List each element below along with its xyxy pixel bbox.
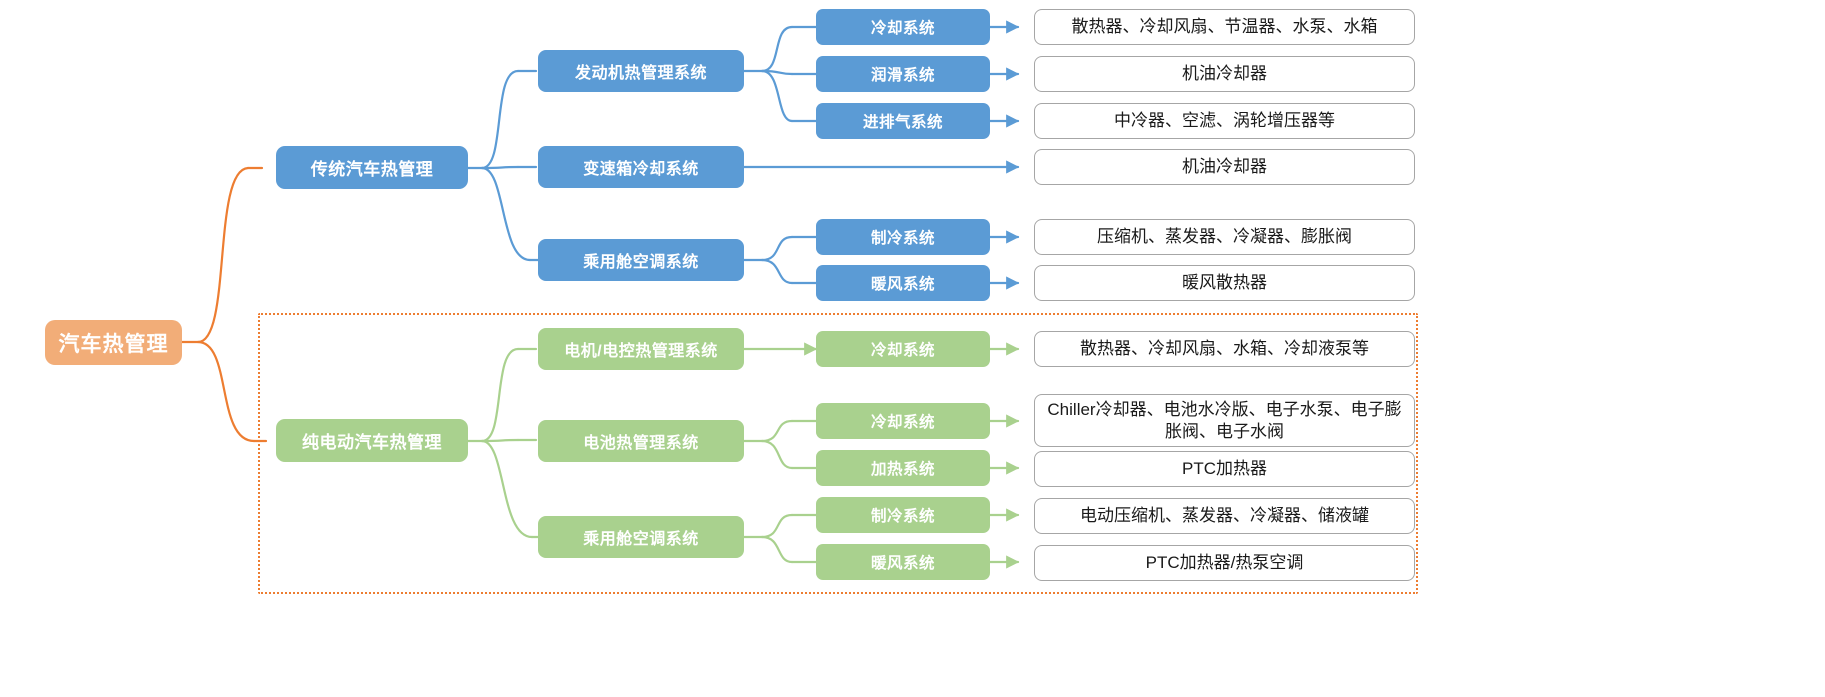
leaf-engine-cooling-components: 散热器、冷却风扇、节温器、水泵、水箱: [1034, 9, 1415, 45]
node-battery-thermal-management[interactable]: 电池热管理系统: [538, 420, 744, 462]
node-heating-system-electric[interactable]: 暖风系统: [816, 544, 990, 580]
node-transmission-cooling[interactable]: 变速箱冷却系统: [538, 146, 744, 188]
node-cooling-system-motor[interactable]: 冷却系统: [816, 331, 990, 367]
leaf-battery-heating-components: PTC加热器: [1034, 451, 1415, 487]
node-cooling-system-battery[interactable]: 冷却系统: [816, 403, 990, 439]
leaf-heating-components-electric: PTC加热器/热泵空调: [1034, 545, 1415, 581]
ev-group-border: [258, 313, 1418, 594]
node-intake-exhaust-system[interactable]: 进排气系统: [816, 103, 990, 139]
node-engine-thermal-management[interactable]: 发动机热管理系统: [538, 50, 744, 92]
leaf-refrigeration-components-conventional: 压缩机、蒸发器、冷凝器、膨胀阀: [1034, 219, 1415, 255]
node-cooling-system-engine[interactable]: 冷却系统: [816, 9, 990, 45]
node-cabin-hvac-electric[interactable]: 乘用舱空调系统: [538, 516, 744, 558]
leaf-heating-components-conventional: 暖风散热器: [1034, 265, 1415, 301]
branch-conventional[interactable]: 传统汽车热管理: [276, 146, 468, 189]
leaf-intake-exhaust-components: 中冷器、空滤、涡轮增压器等: [1034, 103, 1415, 139]
node-lubrication-system[interactable]: 润滑系统: [816, 56, 990, 92]
node-motor-mcu-thermal-management[interactable]: 电机/电控热管理系统: [538, 328, 744, 370]
leaf-transmission-cooling-components: 机油冷却器: [1034, 149, 1415, 185]
node-refrigeration-system-conventional[interactable]: 制冷系统: [816, 219, 990, 255]
leaf-battery-cooling-components: Chiller冷却器、电池水冷版、电子水泵、电子膨胀阀、电子水阀: [1034, 394, 1415, 447]
root-node[interactable]: 汽车热管理: [45, 320, 182, 365]
leaf-refrigeration-components-electric: 电动压缩机、蒸发器、冷凝器、储液罐: [1034, 498, 1415, 534]
leaf-lubrication-components: 机油冷却器: [1034, 56, 1415, 92]
node-heating-system-battery[interactable]: 加热系统: [816, 450, 990, 486]
node-refrigeration-system-electric[interactable]: 制冷系统: [816, 497, 990, 533]
leaf-motor-cooling-components: 散热器、冷却风扇、水箱、冷却液泵等: [1034, 331, 1415, 367]
branch-electric[interactable]: 纯电动汽车热管理: [276, 419, 468, 462]
node-cabin-hvac-conventional[interactable]: 乘用舱空调系统: [538, 239, 744, 281]
node-heating-system-conventional[interactable]: 暖风系统: [816, 265, 990, 301]
